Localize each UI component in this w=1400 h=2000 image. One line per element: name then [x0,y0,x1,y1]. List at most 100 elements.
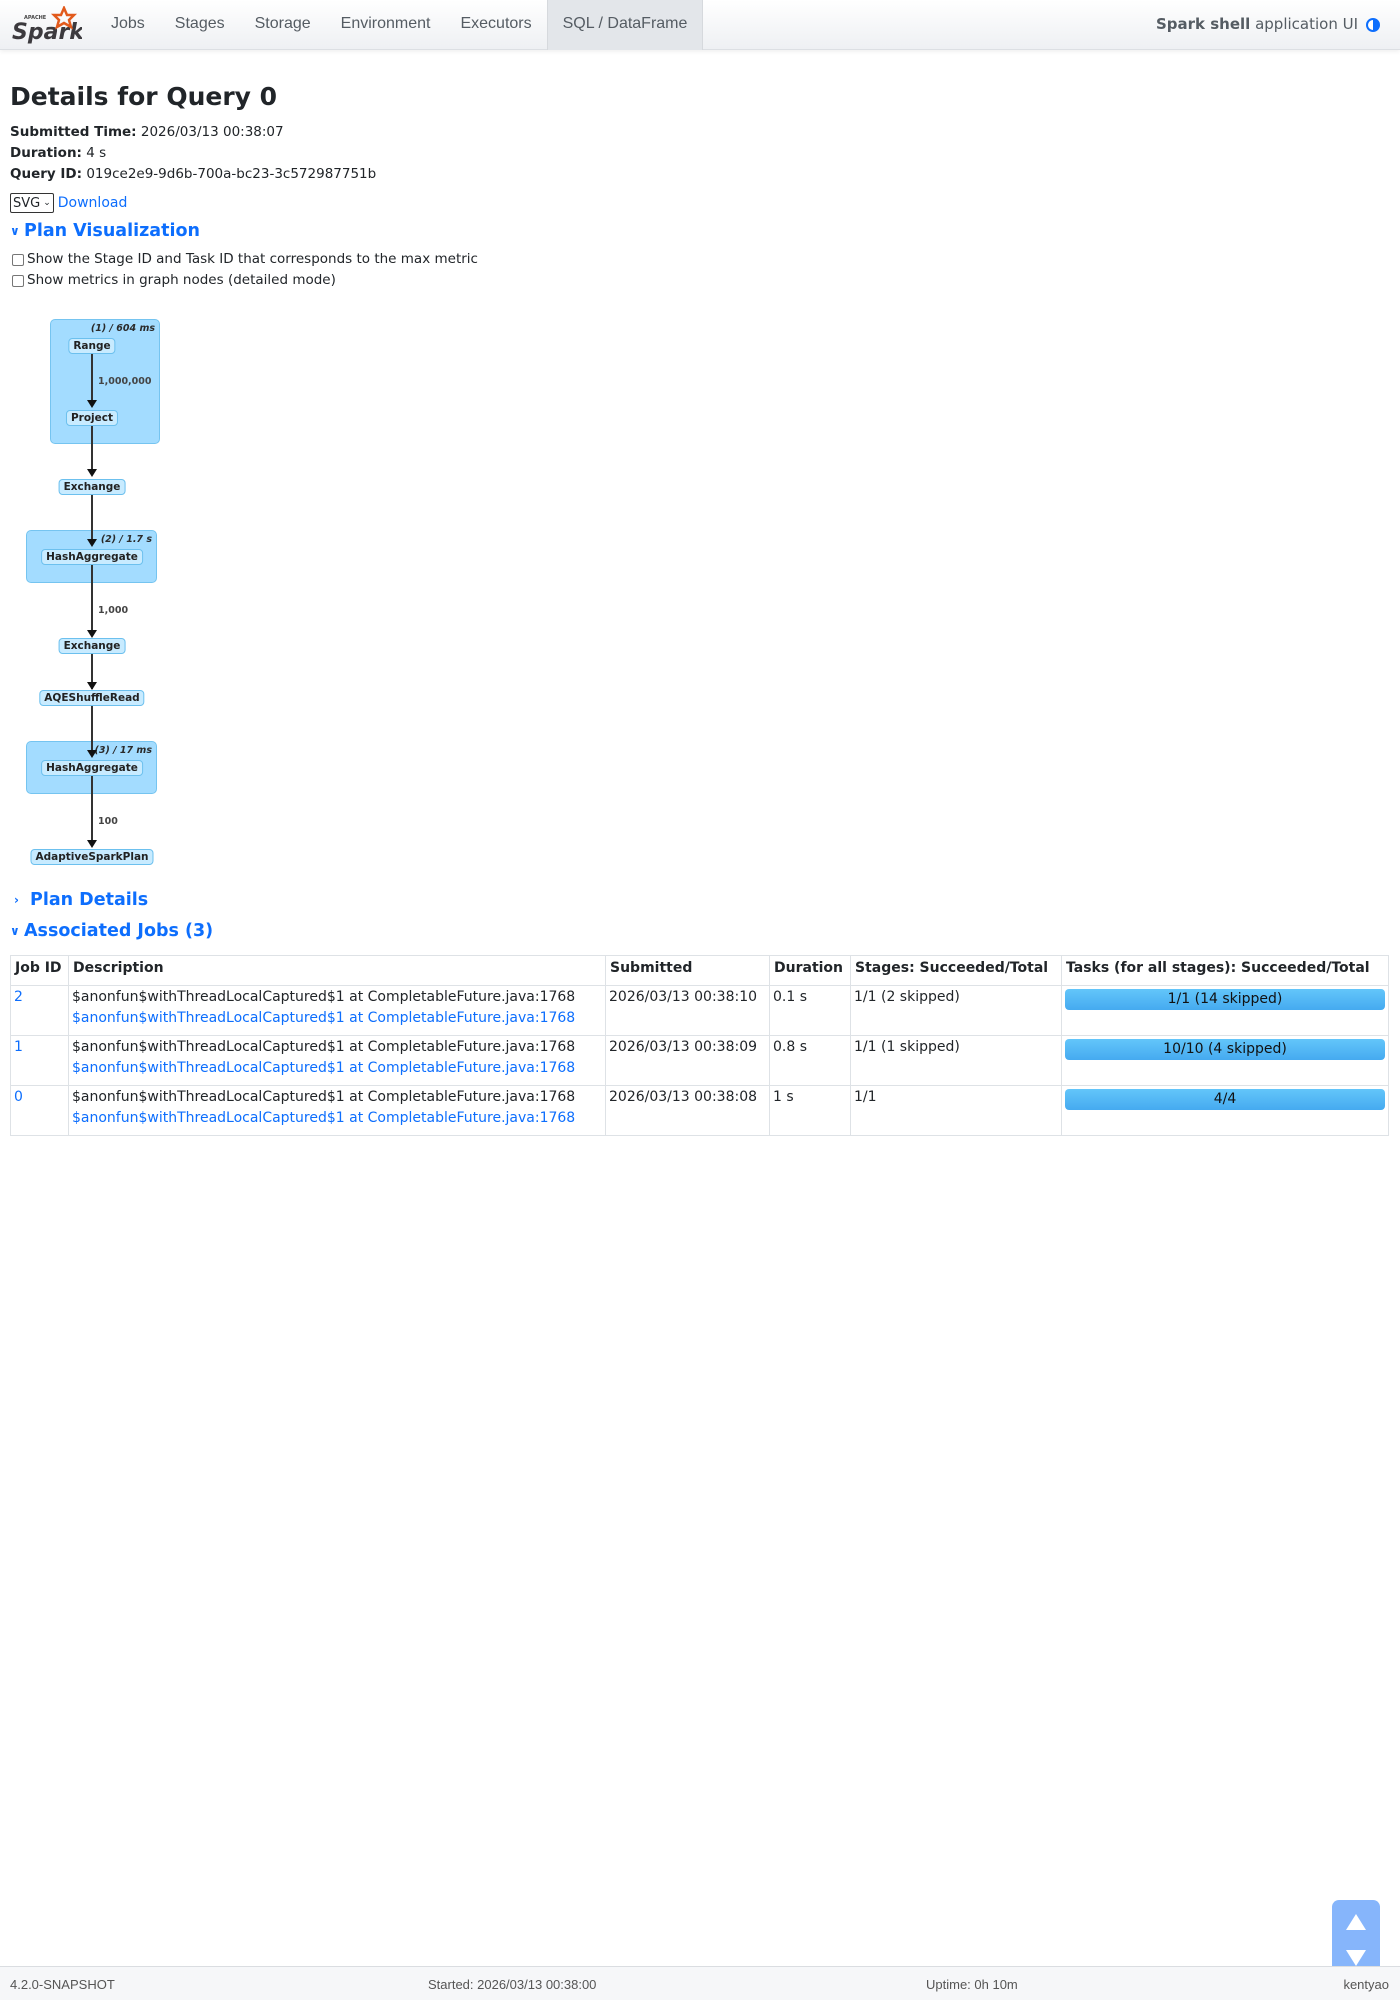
job-submitted: 2026/03/13 00:38:10 [605,985,770,1036]
detailed-mode-option: Show metrics in graph nodes (detailed mo… [10,270,1390,291]
footer-version: 4.2.0-SNAPSHOT [10,1977,115,1992]
chevron-down-icon: ∨ [10,224,20,238]
arrow-down-icon [87,539,97,547]
arrow-down-icon [87,840,97,848]
arrow-down-icon [87,400,97,408]
main-content: Details for Query 0 Submitted Time: 2026… [10,80,1390,291]
scroll-down-icon[interactable] [1346,1950,1366,1966]
column-header-job-id[interactable]: Job ID [10,955,69,986]
cluster-label: (3) / 17 ms [94,745,152,756]
table-header-row: Job ID Description Submitted Duration St… [10,955,1389,986]
job-description: $anonfun$withThreadLocalCaptured$1 at Co… [72,1039,576,1055]
column-header-duration[interactable]: Duration [769,955,851,986]
associated-jobs-table: Job ID Description Submitted Duration St… [10,955,1389,1136]
footer-uptime: Uptime: 0h 10m [926,1977,1018,1992]
summary-duration: Duration: 4 s [10,143,1390,164]
plan-node-exchange[interactable]: Exchange [58,479,126,495]
edge-label: 100 [98,816,118,827]
nav-storage[interactable]: Storage [254,15,311,32]
half-circle-icon[interactable] [1366,18,1380,32]
checkbox-label: Show the Stage ID and Task ID that corre… [27,251,478,267]
graph-edge [91,654,93,689]
column-header-description[interactable]: Description [68,955,606,986]
nav-menu: Jobs Stages Storage Environment Executor… [96,0,704,50]
download-link[interactable]: Download [57,195,128,211]
plan-options: Show the Stage ID and Task ID that corre… [10,249,1390,291]
app-name-bold: Spark shell [1155,15,1251,33]
job-description-link[interactable]: $anonfun$withThreadLocalCaptured$1 at Co… [72,1060,576,1076]
format-select[interactable]: SVG⌄ [10,193,54,213]
job-id-link[interactable]: 0 [14,1089,23,1105]
job-duration: 1 s [769,1085,851,1136]
column-header-submitted[interactable]: Submitted [605,955,770,986]
plan-node-aqeshuffleread[interactable]: AQEShuffleRead [39,690,145,706]
spark-logo[interactable]: APACHE Spark [10,4,85,45]
progress-label: 4/4 [1213,1091,1237,1107]
column-header-stages[interactable]: Stages: Succeeded/Total [850,955,1062,986]
arrow-down-icon [87,750,97,758]
graph-edge [91,495,93,542]
progress-label: 10/10 (4 skipped) [1163,1041,1287,1057]
graph-edge [91,354,93,404]
plan-node-exchange[interactable]: Exchange [58,638,126,654]
footer: 4.2.0-SNAPSHOT Started: 2026/03/13 00:38… [0,1966,1400,2000]
job-description-link[interactable]: $anonfun$withThreadLocalCaptured$1 at Co… [72,1010,576,1026]
table-row: 0 $anonfun$withThreadLocalCaptured$1 at … [10,1085,1389,1136]
job-stages: 1/1 (2 skipped) [850,985,1062,1036]
job-description-link[interactable]: $anonfun$withThreadLocalCaptured$1 at Co… [72,1110,576,1126]
section-title: Plan Visualization [24,221,200,241]
nav-sql-dataframe[interactable]: SQL / DataFrame [546,0,704,50]
arrow-down-icon [87,630,97,638]
tasks-progress-bar: 10/10 (4 skipped) [1065,1039,1385,1060]
job-description: $anonfun$withThreadLocalCaptured$1 at Co… [72,989,576,1005]
svg-text:APACHE: APACHE [24,15,47,21]
tasks-progress-bar: 1/1 (14 skipped) [1065,989,1385,1010]
chevron-down-icon: ⌄ [43,198,51,208]
nav-stages[interactable]: Stages [174,15,225,32]
summary-label: Submitted Time: [10,124,137,140]
job-description: $anonfun$withThreadLocalCaptured$1 at Co… [72,1089,576,1105]
progress-label: 1/1 (14 skipped) [1167,991,1283,1007]
app-name-suffix: application UI [1250,15,1358,33]
format-select-value: SVG [13,195,41,211]
graph-edge [91,565,93,635]
plan-visualization-toggle[interactable]: ∨ Plan Visualization [10,221,1390,241]
summary-value: 019ce2e9-9d6b-700a-bc23-3c572987751b [86,166,377,182]
svg-text:Spark: Spark [12,20,82,44]
footer-user: kentyao [1343,1977,1389,1992]
job-duration: 0.1 s [769,985,851,1036]
checkbox-label: Show metrics in graph nodes (detailed mo… [27,272,336,288]
job-id-link[interactable]: 2 [14,989,23,1005]
plan-details-toggle[interactable]: › Plan Details [10,890,148,910]
graph-edge [91,776,93,846]
job-duration: 0.8 s [769,1035,851,1086]
max-metric-option: Show the Stage ID and Task ID that corre… [10,249,1390,270]
job-submitted: 2026/03/13 00:38:08 [605,1085,770,1136]
max-metric-checkbox[interactable] [12,253,24,266]
detailed-mode-checkbox[interactable] [12,274,24,287]
table-row: 1 $anonfun$withThreadLocalCaptured$1 at … [10,1035,1389,1086]
section-title: Associated Jobs (3) [24,921,214,941]
column-header-tasks[interactable]: Tasks (for all stages): Succeeded/Total [1061,955,1389,986]
job-id-link[interactable]: 1 [14,1039,23,1055]
cluster-label: (1) / 604 ms [90,323,155,334]
query-summary: Submitted Time: 2026/03/13 00:38:07 Dura… [10,122,1390,185]
plan-node-project[interactable]: Project [65,410,119,426]
nav-executors[interactable]: Executors [460,15,532,32]
nav-jobs[interactable]: Jobs [111,15,145,32]
nav-environment[interactable]: Environment [340,15,431,32]
arrow-down-icon [87,682,97,690]
page-title: Details for Query 0 [10,82,278,111]
summary-label: Duration: [10,145,82,161]
summary-label: Query ID: [10,166,83,182]
tasks-progress-bar: 4/4 [1065,1089,1385,1110]
plan-node-range[interactable]: Range [68,338,116,354]
summary-query-id: Query ID: 019ce2e9-9d6b-700a-bc23-3c5729… [10,164,1390,185]
plan-node-hashaggregate[interactable]: HashAggregate [41,549,143,565]
plan-node-hashaggregate[interactable]: HashAggregate [41,760,143,776]
scroll-up-icon[interactable] [1346,1914,1366,1930]
footer-started: Started: 2026/03/13 00:38:00 [428,1977,597,1992]
associated-jobs-toggle[interactable]: ∨ Associated Jobs (3) [10,921,213,941]
summary-value: 4 s [86,145,107,161]
plan-node-adaptivesparkplan[interactable]: AdaptiveSparkPlan [30,849,154,865]
